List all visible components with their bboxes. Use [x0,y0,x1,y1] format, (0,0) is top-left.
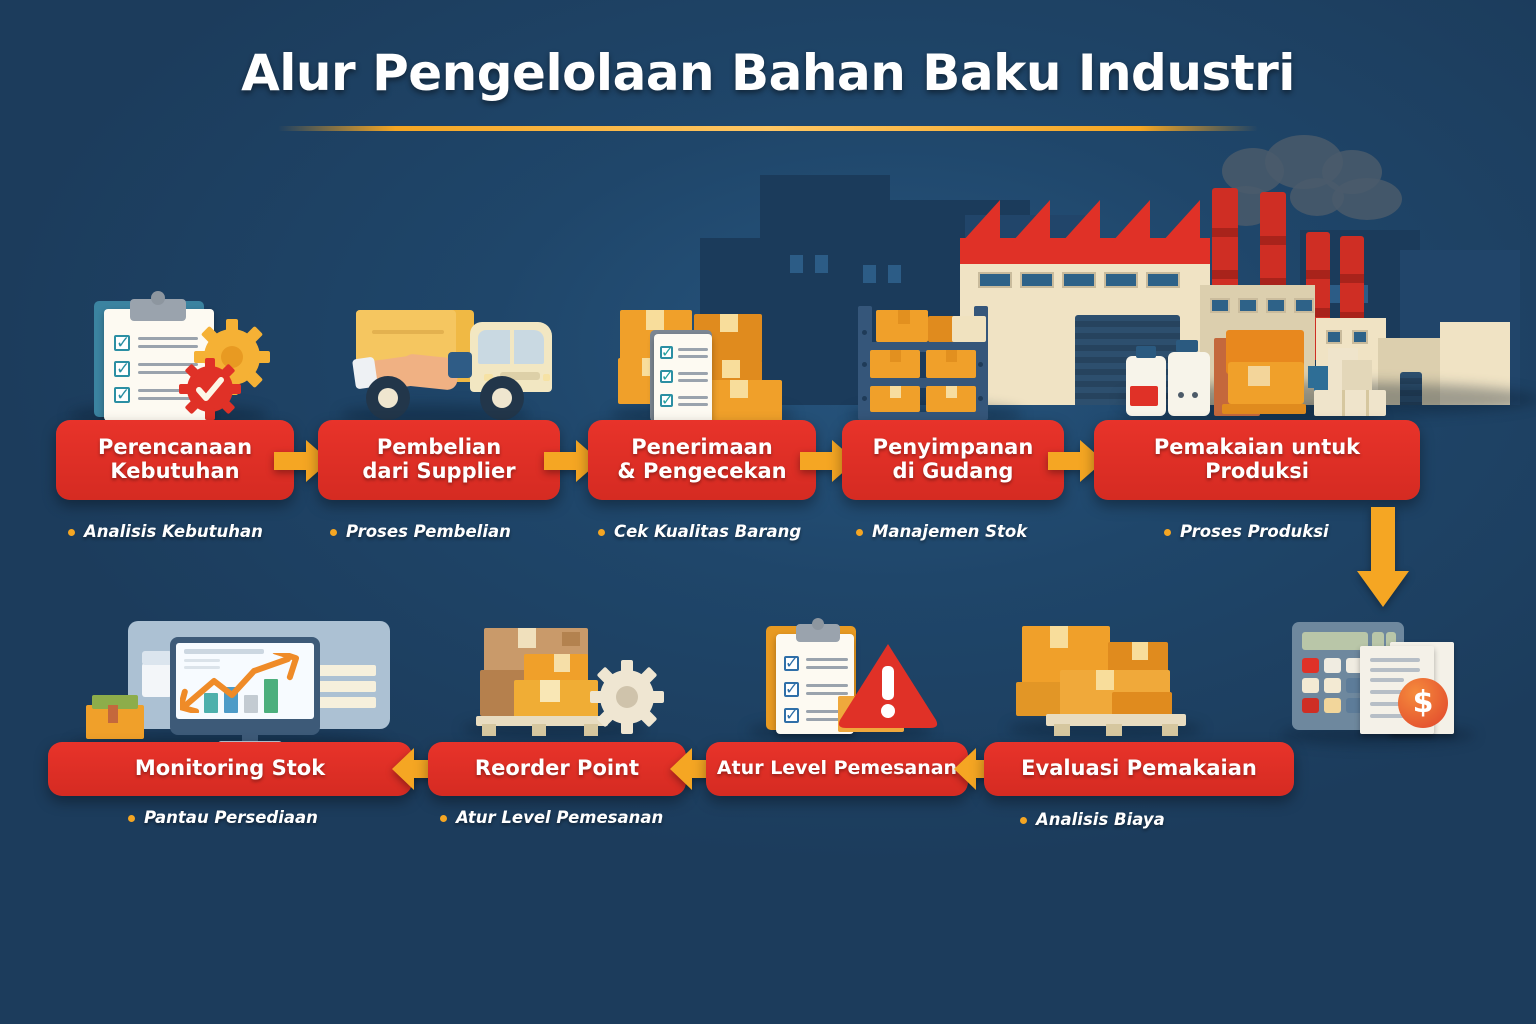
flow-arrow-left [392,748,446,790]
bullet-proses-pembelian: Proses Pembelian [330,522,511,541]
step-box-atur-level-pemesanan[interactable]: Atur Level Pemesanan [706,742,968,796]
factory-building [1440,322,1510,405]
bullet-analisis-biaya: Analisis Biaya [1020,810,1165,829]
bullet-dot [598,529,605,536]
warehouse-shelf-boxes-icon [848,300,1028,426]
clipboard-checklist-gear-icon: ✓ ✓ ✓ [68,291,270,427]
boxes-inspection-checklist-icon: ✓ ✓ ✓ [610,300,805,426]
pallet-boxes-gear-icon [462,618,664,740]
step-label-line2: Kebutuhan [110,459,240,483]
sawtooth-roof [962,200,1000,242]
window-light [815,255,828,273]
bullet-dot [856,529,863,536]
step-label-line2: di Gudang [892,459,1014,483]
bullet-dot [440,815,447,822]
factory-door [1400,372,1422,405]
step-label-line1: Atur Level Pemesanan [716,757,958,780]
sawtooth-roof [1062,200,1100,242]
step-label-line2: dari Supplier [362,459,516,483]
factory-window [978,272,1012,288]
truck-wheel [480,376,524,420]
factory-window [1146,272,1180,288]
step-label-line1: Penerimaan [631,435,773,460]
bullet-atur-level-pemesanan: Atur Level Pemesanan [440,808,663,827]
bullet-dot [128,815,135,822]
window-light [888,265,901,283]
step-box-pemakaian-untuk-produksi[interactable]: Pemakaian untuk Produksi [1094,420,1420,500]
check-badge-icon [179,358,241,420]
bullet-analisis-kebutuhan: Analisis Kebutuhan [68,522,263,541]
step-label-line1: Evaluasi Pemakaian [1021,756,1257,781]
bullet-manajemen-stok: Manajemen Stok [856,522,1027,541]
window-light [863,265,876,283]
bullet-proses-produksi: Proses Produksi [1164,522,1329,541]
bullet-cek-kualitas-barang: Cek Kualitas Barang [598,522,801,541]
bullet-dot [68,529,75,536]
flow-arrow-left [670,748,724,790]
step-label-line1: Pemakaian untuk [1153,435,1361,460]
factory-window [1210,298,1230,313]
sawtooth-roof [1162,200,1200,242]
step-label-line1: Reorder Point [474,756,640,781]
pallet-boxes-icon [1008,618,1208,740]
step-box-penyimpanan-di-gudang[interactable]: Penyimpanan di Gudang [842,420,1064,500]
chart-bar [244,695,258,713]
factory-window [1104,272,1138,288]
factory-window [1062,272,1096,288]
step-label-line1: Monitoring Stok [134,756,326,781]
dollar-badge-icon: $ [1398,678,1448,728]
bullet-dot [1164,529,1171,536]
shelf-post [858,306,872,418]
calculator-invoice-dollar-icon: $ [1280,612,1480,746]
truck-wheel [366,376,410,420]
flow-arrow-left [954,748,1008,790]
step-box-reorder-point[interactable]: Reorder Point [428,742,686,796]
factory-window [1020,272,1054,288]
delivery-truck-handshake-icon [340,300,552,426]
chart-bar [264,679,278,713]
step-label-line1: Penyimpanan [872,435,1034,460]
warning-triangle-icon [838,644,938,728]
step-box-perencanaan-kebutuhan[interactable]: Perencanaan Kebutuhan [56,420,294,500]
step-box-evaluasi-pemakaian[interactable]: Evaluasi Pemakaian [984,742,1294,796]
step-label-line2: & Pengecekan [617,459,787,483]
step-box-penerimaan-pengecekan[interactable]: Penerimaan & Pengecekan [588,420,816,500]
bullet-dot [330,529,337,536]
step-label-line1: Pembelian [376,435,502,460]
factory-window [1266,298,1286,313]
step-label-line2: Produksi [1205,459,1309,483]
trend-arrow-icon [180,653,300,713]
factory-window [1294,298,1314,313]
page-title: Alur Pengelolaan Bahan Baku Industri [241,44,1295,102]
flow-arrow-right [1048,440,1104,482]
flow-arrow-down [1357,507,1409,607]
factory-window [1326,330,1342,344]
step-box-monitoring-stok[interactable]: Monitoring Stok [48,742,412,796]
sawtooth-roof [1012,200,1050,242]
gear-icon [590,660,664,734]
clipboard-warning-box-icon: ✓ ✓ ✓ [748,618,938,742]
step-box-pembelian-dari-supplier[interactable]: Pembelian dari Supplier [318,420,560,500]
monitor-analytics-chart-icon [70,615,400,757]
jug-icon [1168,352,1210,416]
step-label-line1: Perencanaan [97,435,253,460]
flow-arrow-right [544,440,600,482]
window-light [1330,285,1343,303]
title-underline [278,126,1258,131]
production-materials-icon [1118,330,1388,428]
smoke-cloud-icon [1332,178,1402,220]
bullet-dot [1020,817,1027,824]
sawtooth-roof [1112,200,1150,242]
factory-window [1352,330,1368,344]
window-light [790,255,803,273]
flow-arrow-right [274,440,330,482]
factory-window [1238,298,1258,313]
chart-bar [204,693,218,713]
bullet-pantau-persediaan: Pantau Persediaan [128,808,318,827]
